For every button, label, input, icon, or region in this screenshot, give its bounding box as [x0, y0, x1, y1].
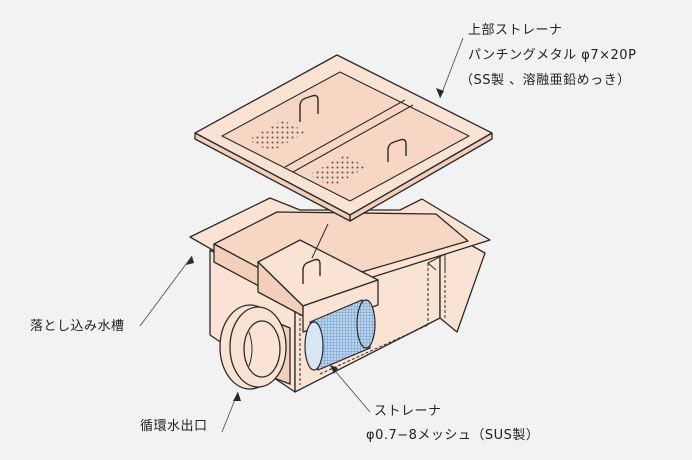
- arrowhead-outlet: [233, 392, 241, 401]
- arrowhead-top-strainer: [436, 88, 444, 98]
- top-strainer-plate: [194, 54, 493, 222]
- leader-drop-tank: [139, 255, 193, 327]
- top-strainer-material: （SS製 、溶融亜鉛めっき）: [460, 73, 631, 88]
- drop-tank-label: 落とし込み水槽: [30, 319, 125, 334]
- leader-top-strainer: [439, 37, 464, 99]
- assembly-guide-line: [311, 223, 329, 259]
- circulation-outlet-label: 循環水出口: [140, 419, 208, 434]
- arrowhead-drop-tank: [186, 256, 194, 265]
- circulation-outlet-flange: [219, 304, 291, 390]
- leader-arrowheads: [186, 88, 444, 401]
- strainer-spec: φ0.7−8メッシュ（SUS製）: [366, 428, 540, 443]
- strainer-box: [257, 239, 379, 333]
- leader-strainer: [329, 364, 371, 413]
- mesh-strainer: [304, 299, 376, 371]
- strainer-title: ストレーナ: [374, 404, 442, 419]
- top-strainer-title: 上部ストレーナ: [468, 23, 563, 38]
- top-strainer-spec: パンチングメタル φ7×20P: [468, 48, 637, 63]
- arrowhead-strainer: [330, 365, 338, 374]
